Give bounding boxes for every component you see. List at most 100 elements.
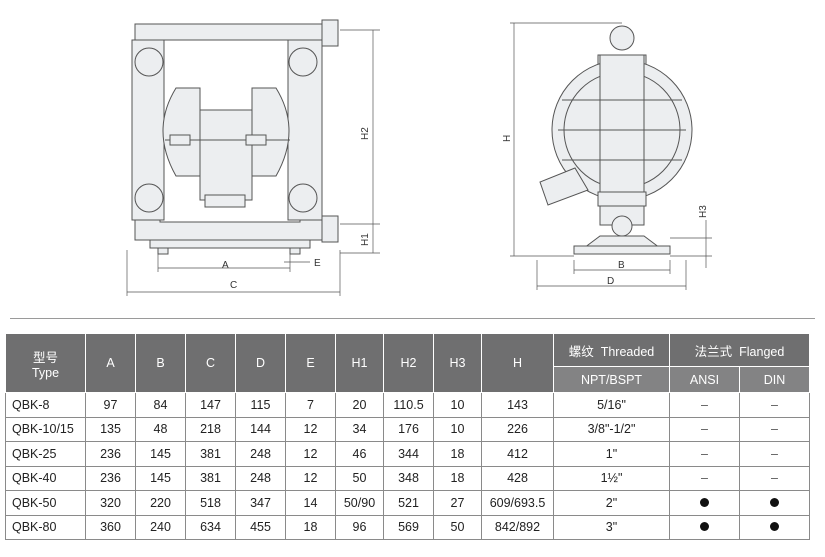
col-header-h2: H2 — [383, 333, 434, 393]
col-header-h: H — [481, 333, 554, 393]
dim-label-h3: H3 — [698, 205, 709, 218]
cell-ansi: – — [669, 416, 740, 442]
pump-drawings: A E C H2 H1 H H3 B D — [126, 19, 712, 296]
cell-e: 18 — [285, 514, 336, 540]
cell-d: 115 — [235, 392, 286, 418]
cell-d: 347 — [235, 490, 286, 516]
unavailable-dash: – — [771, 471, 778, 486]
dim-label-d: D — [607, 276, 614, 287]
cell-d: 144 — [235, 416, 286, 442]
cell-d: 248 — [235, 441, 286, 467]
cell-h: 842/892 — [481, 514, 554, 540]
cell-model: QBK-50 — [5, 490, 86, 516]
col-header-h1: H1 — [335, 333, 384, 393]
cell-h3: 10 — [433, 392, 482, 418]
cell-a: 97 — [85, 392, 136, 418]
unavailable-dash: – — [771, 446, 778, 461]
cell-c: 381 — [185, 465, 236, 491]
cell-c: 218 — [185, 416, 236, 442]
cell-b: 240 — [135, 514, 186, 540]
dim-label-a: A — [222, 260, 229, 271]
col-header-din: DIN — [739, 366, 810, 393]
threaded-label-cn: 螺纹 — [568, 343, 594, 359]
cell-h2: 348 — [383, 465, 434, 491]
cell-din: – — [739, 392, 810, 418]
model-label-en: Type — [31, 365, 60, 380]
cell-h3: 27 — [433, 490, 482, 516]
side-view-drawing — [539, 25, 693, 255]
cell-npt: 2" — [553, 490, 670, 516]
cell-h1: 34 — [335, 416, 384, 442]
unavailable-dash: – — [771, 397, 778, 412]
col-header-a: A — [85, 333, 136, 393]
cell-h1: 20 — [335, 392, 384, 418]
cell-din: – — [739, 441, 810, 467]
available-dot-icon — [770, 497, 779, 507]
dim-label-e: E — [314, 258, 321, 269]
unavailable-dash: – — [771, 422, 778, 437]
cell-b: 145 — [135, 441, 186, 467]
dim-label-b: B — [618, 260, 625, 271]
cell-h1: 50 — [335, 465, 384, 491]
cell-h1: 50/90 — [335, 490, 384, 516]
col-header-model: 型号 Type — [5, 333, 86, 393]
front-view-dimensions — [126, 29, 380, 296]
cell-a: 236 — [85, 441, 136, 467]
cell-h: 226 — [481, 416, 554, 442]
dim-label-h2: H2 — [360, 127, 371, 140]
threaded-label-en: Threaded — [600, 344, 655, 359]
col-header-d: D — [235, 333, 286, 393]
cell-ansi: – — [669, 441, 740, 467]
dim-label-c: C — [230, 280, 237, 291]
cell-e: 7 — [285, 392, 336, 418]
cell-h: 143 — [481, 392, 554, 418]
cell-h3: 18 — [433, 441, 482, 467]
available-dot-icon — [700, 497, 709, 507]
col-header-flanged: 法兰式 Flanged — [669, 333, 810, 367]
cell-h: 412 — [481, 441, 554, 467]
cell-h: 609/693.5 — [481, 490, 554, 516]
cell-b: 84 — [135, 392, 186, 418]
available-dot-icon — [700, 522, 709, 532]
header-row-2: NPT/BSPT ANSI DIN — [6, 366, 810, 393]
cell-h2: 110.5 — [383, 392, 434, 418]
unavailable-dash: – — [701, 397, 708, 412]
section-divider — [10, 318, 815, 319]
dim-label-h: H — [502, 135, 513, 142]
cell-h1: 96 — [335, 514, 384, 540]
cell-model: QBK-40 — [5, 465, 86, 491]
model-label-cn: 型号 — [32, 349, 58, 365]
cell-a: 360 — [85, 514, 136, 540]
cell-b: 220 — [135, 490, 186, 516]
cell-c: 147 — [185, 392, 236, 418]
cell-model: QBK-8 — [5, 392, 86, 418]
cell-h2: 569 — [383, 514, 434, 540]
col-header-b: B — [135, 333, 186, 393]
cell-npt: 3" — [553, 514, 670, 540]
cell-din — [739, 490, 810, 516]
cell-h3: 10 — [433, 416, 482, 442]
cell-h: 428 — [481, 465, 554, 491]
cell-d: 455 — [235, 514, 286, 540]
side-view-dimensions — [510, 22, 712, 290]
cell-e: 12 — [285, 441, 336, 467]
col-header-c: C — [185, 333, 236, 393]
cell-model: QBK-10/15 — [5, 416, 86, 442]
cell-h2: 176 — [383, 416, 434, 442]
cell-a: 236 — [85, 465, 136, 491]
cell-ansi: – — [669, 392, 740, 418]
cell-npt: 1½" — [553, 465, 670, 491]
cell-b: 145 — [135, 465, 186, 491]
col-header-threaded: 螺纹 Threaded — [553, 333, 670, 367]
cell-h2: 521 — [383, 490, 434, 516]
flanged-label-cn: 法兰式 — [694, 343, 733, 359]
flanged-label-en: Flanged — [739, 344, 785, 359]
cell-e: 14 — [285, 490, 336, 516]
cell-c: 518 — [185, 490, 236, 516]
cell-model: QBK-25 — [5, 441, 86, 467]
cell-b: 48 — [135, 416, 186, 442]
